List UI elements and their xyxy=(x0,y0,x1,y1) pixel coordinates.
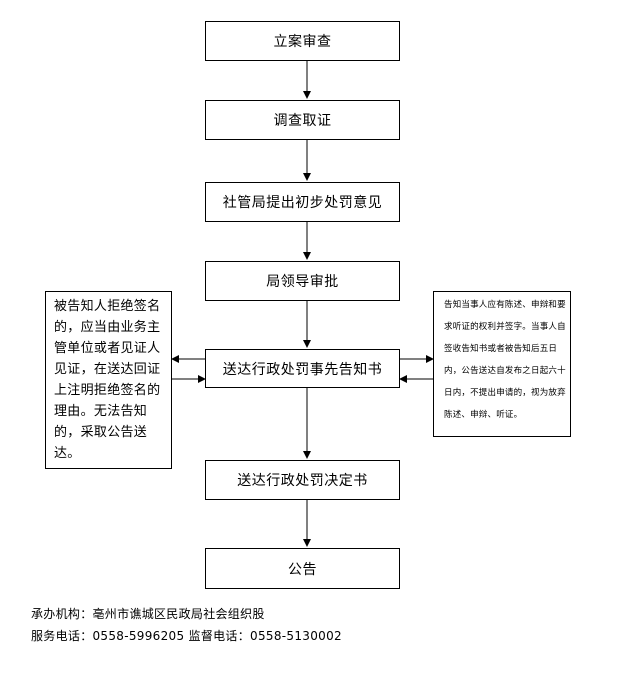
note-refusal-to-sign: 被告知人拒绝签名的，应当由业务主管单位或者见证人见证，在送达回证上注明拒绝签名的… xyxy=(45,291,172,469)
step-filing-review: 立案审查 xyxy=(205,21,400,61)
footer-phones: 服务电话：0558-5996205 监督电话：0558-5130002 xyxy=(31,629,342,643)
step-investigation: 调查取证 xyxy=(205,100,400,140)
step-leader-approval: 局领导审批 xyxy=(205,261,400,301)
step-announcement: 公告 xyxy=(205,548,400,589)
step-decision-letter: 送达行政处罚决定书 xyxy=(205,460,400,500)
step-prior-notice: 送达行政处罚事先告知书 xyxy=(205,349,400,388)
footer-organizer: 承办机构：亳州市谯城区民政局社会组织股 xyxy=(31,607,265,621)
note-rights-notification: 告知当事人应有陈述、申辩和要求听证的权利并签字。当事人自签收告知书或者被告知后五… xyxy=(433,291,571,437)
step-preliminary-opinion: 社管局提出初步处罚意见 xyxy=(205,182,400,222)
